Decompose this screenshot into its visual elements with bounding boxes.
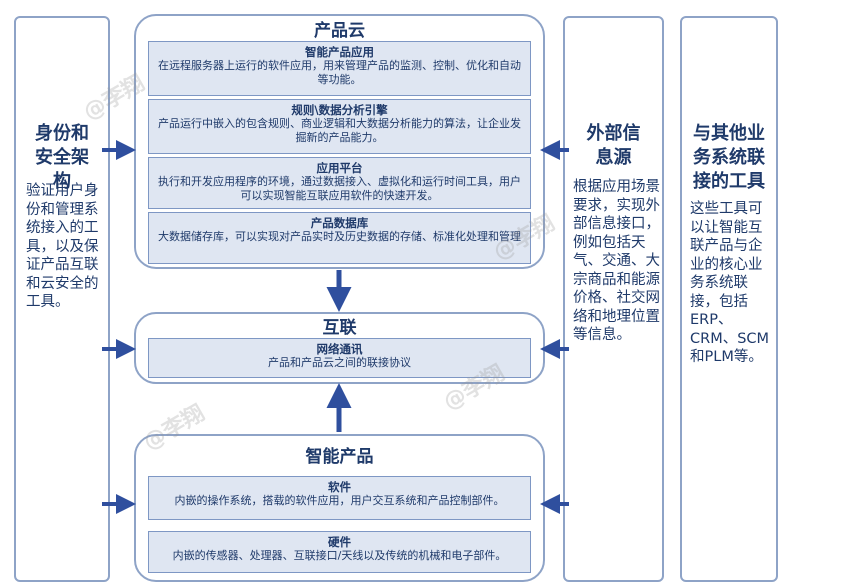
rules-analytics-engine-item: 规则\数据分析引擎 产品运行中嵌入的包含规则、商业逻辑和大数据分析能力的算法，让… <box>148 99 531 154</box>
item-title: 智能产品应用 <box>305 45 374 59</box>
item-description: 在远程服务器上运行的软件应用，用来管理产品的监测、控制、优化和自动等功能。 <box>158 59 521 86</box>
item-description: 大数据储存库，可以实现对产品实时及历史数据的存储、标准化处理和管理 <box>158 230 521 243</box>
identity-security-column: 身份和安全架构 验证用户身份和管理系统接入的工具，以及保证产品互联和云安全的工具… <box>14 16 110 582</box>
item-description: 内嵌的传感器、处理器、互联接口/天线以及传统的机械和电子部件。 <box>172 549 507 562</box>
product-cloud-group: 产品云 智能产品应用 在远程服务器上运行的软件应用，用来管理产品的监测、控制、优… <box>134 14 545 269</box>
item-title: 产品数据库 <box>310 216 369 230</box>
smart-product-title: 智能产品 <box>305 447 374 467</box>
network-communication-item: 网络通讯 产品和产品云之间的联接协议 <box>148 338 531 378</box>
item-title: 网络通讯 <box>316 342 363 356</box>
item-title: 规则\数据分析引擎 <box>291 103 388 117</box>
item-title: 软件 <box>328 480 351 494</box>
external-info-title: 外部信息源 <box>586 123 641 168</box>
item-description: 产品运行中嵌入的包含规则、商业逻辑和大数据分析能力的算法，让企业发掘新的产品能力… <box>158 117 521 144</box>
other-systems-title: 与其他业务系统联接的工具 <box>693 123 765 192</box>
connectivity-title: 互联 <box>322 318 357 338</box>
hardware-item: 硬件 内嵌的传感器、处理器、互联接口/天线以及传统的机械和电子部件。 <box>148 531 531 573</box>
external-info-column: 外部信息源 根据应用场景要求，实现外部信息接口，例如包括天气、交通、大宗商品和能… <box>563 16 664 582</box>
external-info-description: 根据应用场景要求，实现外部信息接口，例如包括天气、交通、大宗商品和能源价格、社交… <box>573 179 660 343</box>
item-description: 执行和开发应用程序的环境，通过数据接入、虚拟化和运行时间工具，用户可以实现智能互… <box>158 175 521 202</box>
item-title: 应用平台 <box>316 161 363 175</box>
smart-product-group: 智能产品 软件 内嵌的操作系统，搭载的软件应用，用户交互系统和产品控制部件。 硬… <box>134 434 545 582</box>
identity-security-title: 身份和安全架构 <box>35 123 89 192</box>
item-description: 产品和产品云之间的联接协议 <box>268 356 411 369</box>
product-database-item: 产品数据库 大数据储存库，可以实现对产品实时及历史数据的存储、标准化处理和管理 <box>148 212 531 264</box>
application-platform-item: 应用平台 执行和开发应用程序的环境，通过数据接入、虚拟化和运行时间工具，用户可以… <box>148 157 531 209</box>
identity-security-description: 验证用户身份和管理系统接入的工具，以及保证产品互联和云安全的工具。 <box>26 183 99 310</box>
other-systems-description: 这些工具可以让智能互联产品与企业的核心业务系统联接，包括 ERP、CRM、SCM… <box>690 201 770 365</box>
other-systems-column: 与其他业务系统联接的工具 这些工具可以让智能互联产品与企业的核心业务系统联接，包… <box>680 16 778 582</box>
product-cloud-title: 产品云 <box>314 21 365 41</box>
connectivity-group: 互联 网络通讯 产品和产品云之间的联接协议 <box>134 312 545 384</box>
smart-product-apps-item: 智能产品应用 在远程服务器上运行的软件应用，用来管理产品的监测、控制、优化和自动… <box>148 41 531 96</box>
software-item: 软件 内嵌的操作系统，搭载的软件应用，用户交互系统和产品控制部件。 <box>148 476 531 520</box>
item-title: 硬件 <box>328 535 351 549</box>
item-description: 内嵌的操作系统，搭载的软件应用，用户交互系统和产品控制部件。 <box>174 494 505 507</box>
